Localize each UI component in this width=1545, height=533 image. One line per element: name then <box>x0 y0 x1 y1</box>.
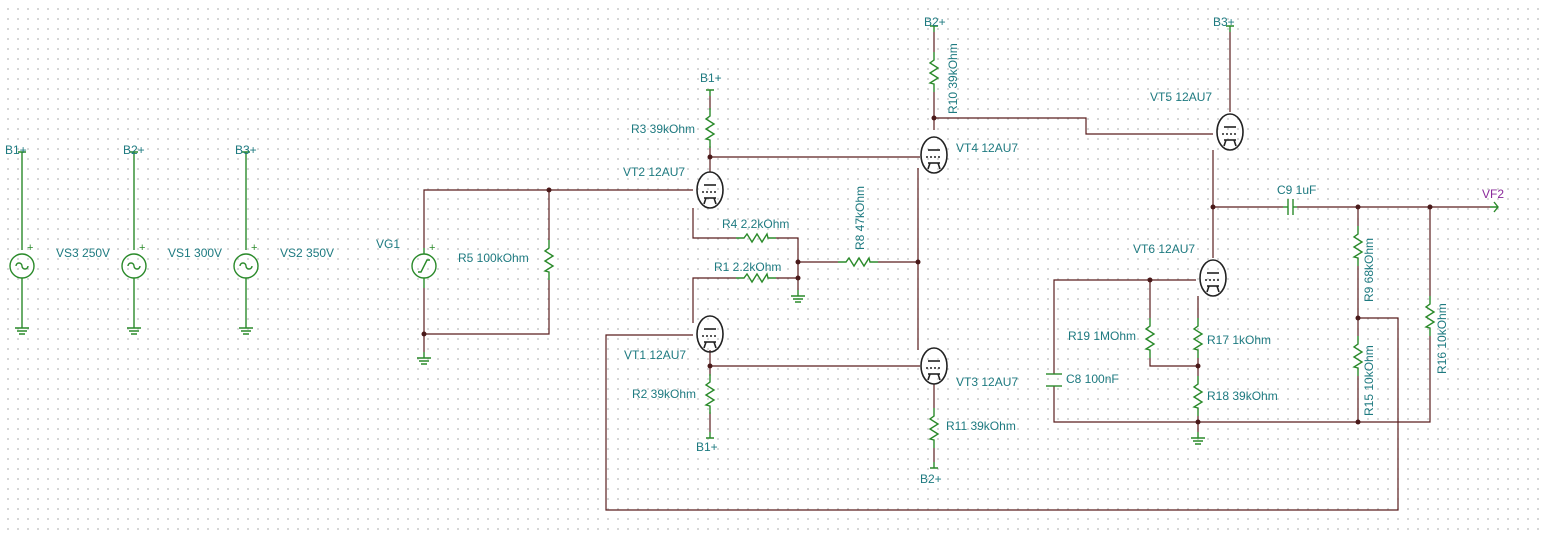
label-vt2: VT2 12AU7 <box>623 165 685 179</box>
label-r15: R15 10kOhm <box>1362 345 1376 416</box>
label-r1: R1 2.2kOhm <box>714 260 781 274</box>
tube-vt2[interactable] <box>696 171 724 209</box>
ground-r18 <box>1190 431 1206 445</box>
resistor-r2[interactable] <box>705 373 715 415</box>
label-b2-vs1: B2+ <box>123 143 145 157</box>
resistor-r8[interactable] <box>837 257 879 267</box>
capacitor-c8[interactable] <box>1046 373 1062 387</box>
label-vt5: VT5 12AU7 <box>1150 90 1212 104</box>
source-vs3[interactable] <box>9 151 35 335</box>
label-r5: R5 100kOhm <box>458 251 529 265</box>
label-b1-r2: B1+ <box>696 440 718 454</box>
wires-stage1 <box>605 96 1399 511</box>
label-r10: R10 39kOhm <box>946 43 960 114</box>
plus-vg1: + <box>429 242 435 254</box>
plus-vs1: + <box>139 242 145 254</box>
resistor-r5[interactable] <box>544 239 554 281</box>
capacitor-c9[interactable] <box>1283 199 1297 215</box>
label-b3-vs2: B3+ <box>235 143 257 157</box>
label-b2-r11: B2+ <box>920 472 942 486</box>
terminal-b2-r11 <box>929 461 939 469</box>
source-vs1[interactable] <box>121 151 147 335</box>
resistor-r10[interactable] <box>929 51 939 93</box>
label-c8: C8 100nF <box>1066 372 1119 386</box>
resistor-r18[interactable] <box>1193 375 1203 417</box>
label-r17: R17 1kOhm <box>1207 333 1271 347</box>
label-vs3: VS3 250V <box>56 246 110 260</box>
resistor-r11[interactable] <box>929 407 939 449</box>
label-r4: R4 2.2kOhm <box>722 217 789 231</box>
label-r3: R3 39kOhm <box>631 122 695 136</box>
resistor-r15[interactable] <box>1353 335 1363 377</box>
label-b1-r3: B1+ <box>700 71 722 85</box>
label-vt3: VT3 12AU7 <box>956 375 1018 389</box>
label-r11: R11 39kOhm <box>946 419 1016 433</box>
resistor-r3[interactable] <box>705 107 715 149</box>
label-b2-r10: B2+ <box>924 15 946 29</box>
terminal-b1-r2 <box>705 431 715 439</box>
label-b1-vs3: B1+ <box>5 143 27 157</box>
label-vf2: VF2 <box>1482 187 1504 201</box>
wires-input <box>421 187 693 352</box>
resistor-r19[interactable] <box>1145 317 1155 359</box>
source-vg1[interactable] <box>411 248 437 365</box>
resistor-r16[interactable] <box>1425 295 1435 337</box>
tube-vt1[interactable] <box>696 315 724 353</box>
label-r18: R18 39kOhm <box>1207 389 1278 403</box>
label-vt4: VT4 12AU7 <box>956 141 1018 155</box>
resistor-r17[interactable] <box>1193 317 1203 359</box>
label-vt1: VT1 12AU7 <box>624 348 686 362</box>
resistor-r9[interactable] <box>1353 225 1363 267</box>
label-r9: R9 68kOhm <box>1362 238 1376 302</box>
tube-vt5[interactable] <box>1216 113 1244 151</box>
source-vs2[interactable] <box>233 151 259 335</box>
ground-r1 <box>790 289 806 303</box>
wires-stage3 <box>1053 32 1490 432</box>
label-vt6: VT6 12AU7 <box>1133 242 1195 256</box>
label-r19: R19 1MOhm <box>1068 329 1136 343</box>
tube-vt6[interactable] <box>1199 259 1227 297</box>
wires-stage2 <box>915 32 1213 462</box>
label-vs1: VS1 300V <box>168 246 222 260</box>
resistor-r4[interactable] <box>735 233 777 243</box>
label-r2: R2 39kOhm <box>632 387 696 401</box>
resistor-r1[interactable] <box>735 273 777 283</box>
tube-vt4[interactable] <box>920 136 948 174</box>
label-vs2: VS2 350V <box>280 246 334 260</box>
tube-vt3[interactable] <box>920 347 948 385</box>
plus-vs3: + <box>27 242 33 254</box>
label-vg1: VG1 <box>376 237 400 251</box>
label-r8: R8 47kOhm <box>853 186 867 250</box>
label-c9: C9 1uF <box>1277 183 1316 197</box>
label-r16: R16 10kOhm <box>1435 303 1449 374</box>
label-b3-vt5: B3+ <box>1213 15 1235 29</box>
plus-vs2: + <box>251 242 257 254</box>
terminal-vf2[interactable] <box>1490 201 1499 213</box>
terminal-b1-r3 <box>705 89 715 97</box>
